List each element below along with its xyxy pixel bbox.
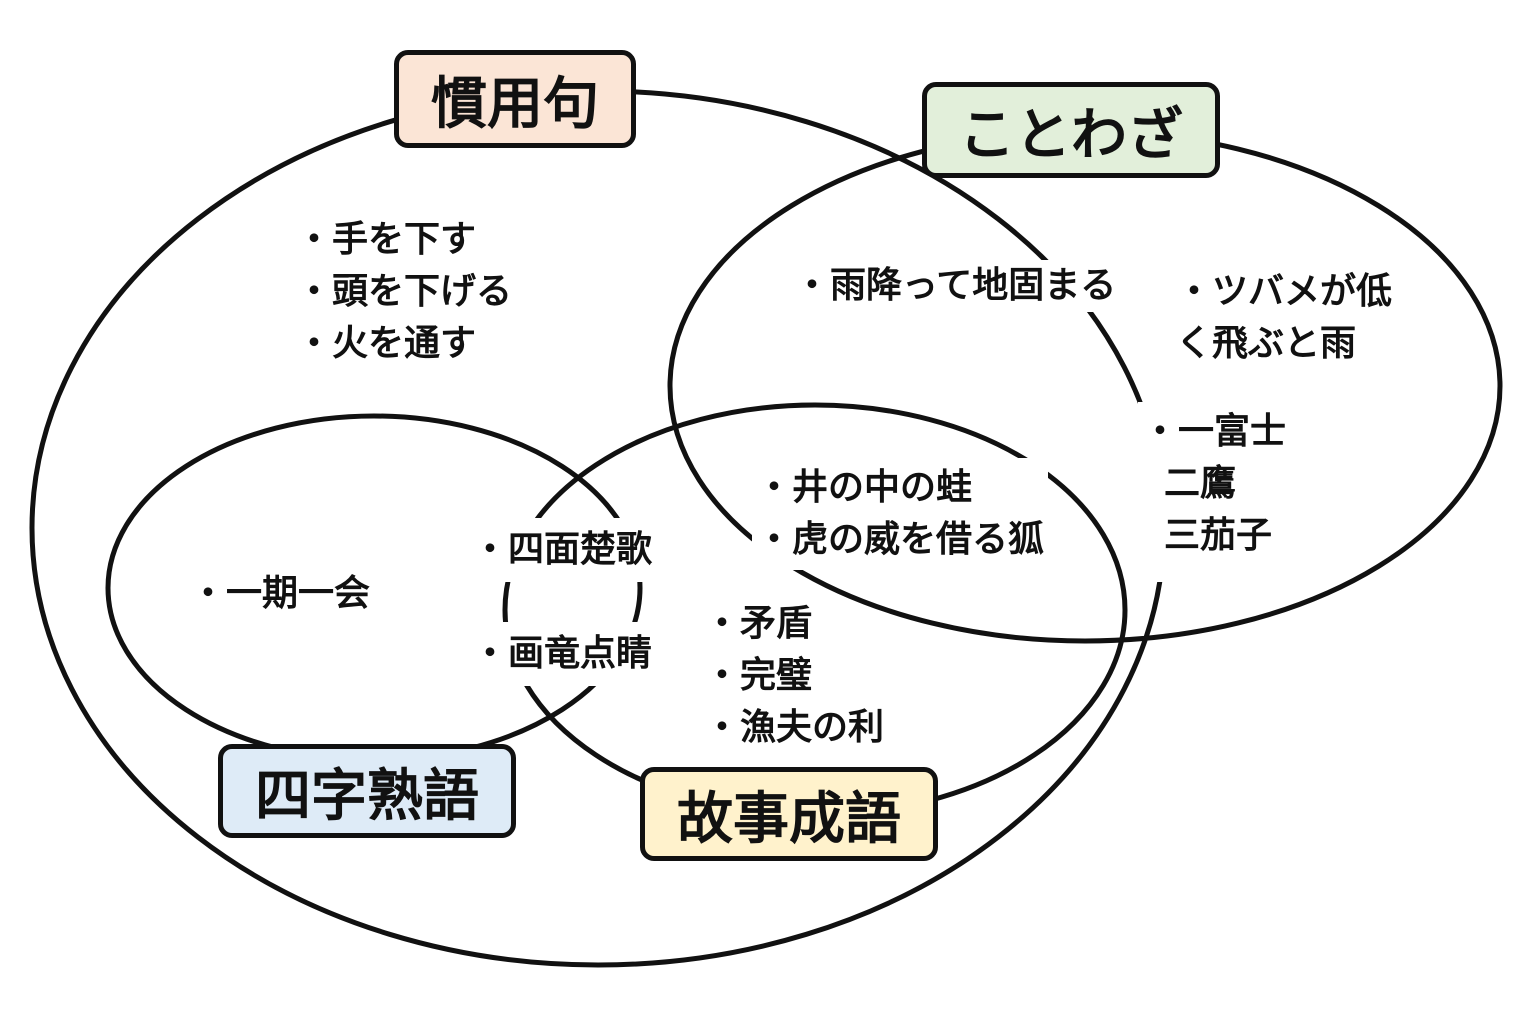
list-item: く飛ぶと雨 <box>1172 318 1361 370</box>
list-item: ・四面楚歌 <box>468 518 657 582</box>
list-item: ・漁夫の利 <box>700 702 889 754</box>
list-item: ・一富士 <box>1138 406 1291 458</box>
list-item: ・矛盾 <box>700 598 817 650</box>
koji-seigo-label: 故事成語 <box>640 767 938 861</box>
yoji-koji-items: ・四面楚歌 ・画竜点睛 <box>468 518 657 686</box>
list-item: ・完璧 <box>700 650 817 702</box>
list-item: ・手を下す <box>292 214 481 266</box>
kotowaza-label: ことわざ <box>922 82 1220 178</box>
yojijukugo-label: 四字熟語 <box>218 744 516 838</box>
list-item: 二鷹 <box>1160 458 1241 510</box>
three-way-items: ・井の中の蛙 ・虎の威を借る狐 <box>752 458 1049 570</box>
list-item: ・虎の威を借る狐 <box>752 514 1049 566</box>
koji-only-items: ・矛盾 ・完璧 ・漁夫の利 <box>700 598 889 754</box>
kanyoku-kotowaza-items: ・雨降って地固まる <box>790 250 1121 322</box>
list-item: ・井の中の蛙 <box>752 462 977 514</box>
list-item: 三茄子 <box>1160 510 1277 562</box>
list-item: ・頭を下げる <box>292 266 517 318</box>
list-item: ・ツバメが低 <box>1172 266 1397 318</box>
kotowaza-only-items-2: ・一富士 二鷹 三茄子 <box>1138 402 1291 582</box>
kanyoku-only-items: ・手を下す ・頭を下げる ・火を通す <box>292 214 517 370</box>
list-item: ・雨降って地固まる <box>790 260 1121 312</box>
list-item: ・画竜点睛 <box>468 622 657 686</box>
kanyoku-label: 慣用句 <box>394 50 636 148</box>
yojijukugo-only-items: ・一期一会 <box>186 568 375 620</box>
list-item: ・火を通す <box>292 318 481 370</box>
kotowaza-only-items-1: ・ツバメが低 く飛ぶと雨 <box>1172 266 1397 370</box>
list-item: ・一期一会 <box>186 568 375 620</box>
